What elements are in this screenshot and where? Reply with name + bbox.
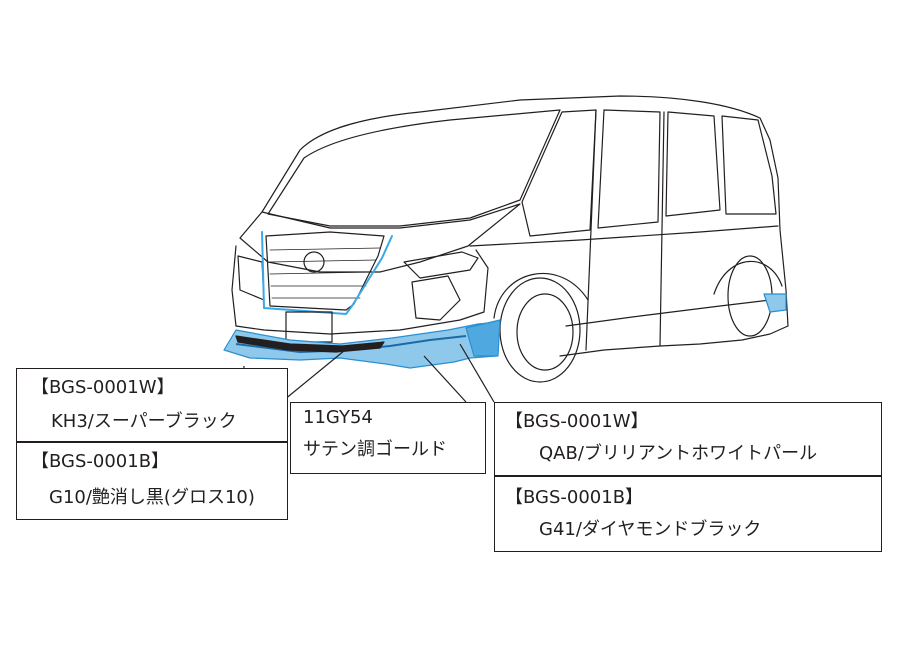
leader-center xyxy=(283,345,351,401)
callout-g10: 【BGS-0001B】 G10/艶消し黒(グロス10) xyxy=(16,442,288,520)
door-line-2 xyxy=(659,111,665,347)
callout-g41-color: G41/ダイヤモンドブラック xyxy=(539,519,762,540)
rear-window xyxy=(721,115,777,215)
fog-lamp-right xyxy=(411,275,461,321)
front-fascia xyxy=(231,245,489,335)
side-window-mid xyxy=(597,109,661,229)
side-window-front xyxy=(521,109,597,237)
rear-side-spoiler xyxy=(763,293,787,313)
callout-qab-color: QAB/ブリリアントホワイトパール xyxy=(539,443,818,464)
side-window-rear xyxy=(665,111,721,217)
callout-g41-code: 【BGS-0001B】 xyxy=(505,487,644,508)
body-character-line xyxy=(469,225,779,247)
callout-qab: 【BGS-0001W】 QAB/ブリリアントホワイトパール xyxy=(494,402,882,476)
rear-wheel-arch xyxy=(713,260,783,295)
callout-qab-code: 【BGS-0001W】 xyxy=(505,411,649,432)
headlight-right xyxy=(403,251,479,279)
nissan-emblem xyxy=(303,251,325,273)
front-wheel xyxy=(499,277,581,383)
license-plate xyxy=(285,311,333,343)
grille xyxy=(265,231,385,311)
front-spoiler-side xyxy=(465,319,501,357)
front-spoiler xyxy=(223,319,501,369)
callout-center-code: 11GY54 xyxy=(303,407,373,428)
leader-qab xyxy=(459,343,495,403)
side-sill xyxy=(565,299,771,327)
hood xyxy=(239,203,521,273)
callout-g10-code: 【BGS-0001B】 xyxy=(31,451,170,472)
callout-g10-color: G10/艶消し黒(グロス10) xyxy=(49,487,255,508)
callout-kh3: 【BGS-0001W】 KH3/スーパーブラック xyxy=(16,368,288,442)
leader-gold xyxy=(423,355,467,403)
callout-center-color: サテン調ゴールド xyxy=(303,439,447,460)
callout-kh3-code: 【BGS-0001W】 xyxy=(31,377,175,398)
front-wheel-arch xyxy=(493,273,589,319)
callout-kh3-color: KH3/スーパーブラック xyxy=(51,411,237,432)
windshield xyxy=(267,109,561,227)
grille-chrome-accent xyxy=(261,231,393,315)
callout-g41: 【BGS-0001B】 G41/ダイヤモンドブラック xyxy=(494,476,882,552)
headlight-left xyxy=(237,255,265,301)
car-body-outline xyxy=(261,95,789,357)
callout-center: 11GY54 サテン調ゴールド xyxy=(290,402,486,474)
door-line-1 xyxy=(585,109,597,351)
